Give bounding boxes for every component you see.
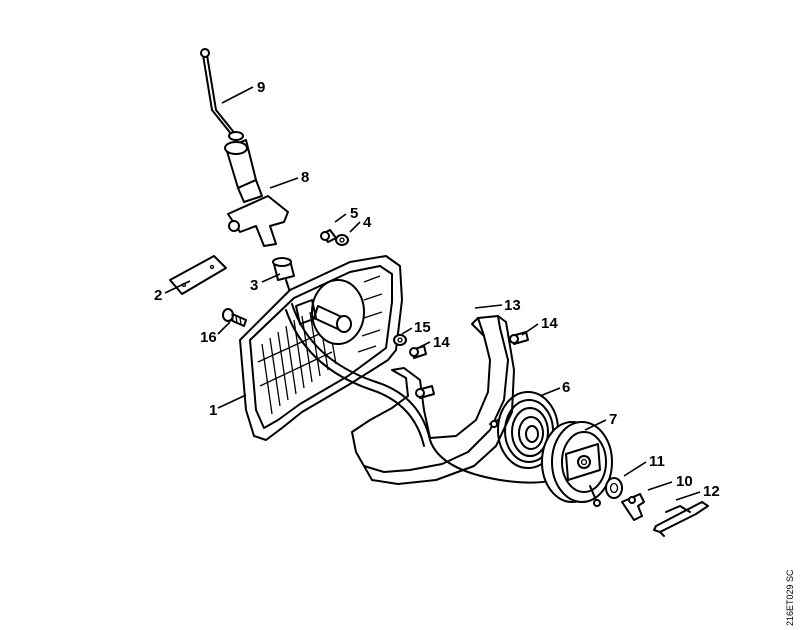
callout-7: 7 <box>609 411 617 428</box>
drawing-code: 216ET029 SC <box>785 569 795 626</box>
starter-rope <box>285 303 561 484</box>
part-10-pawl <box>621 493 645 521</box>
part-12-spring-clip <box>653 501 709 537</box>
part-4-washer <box>335 234 349 246</box>
callout-10: 10 <box>676 473 693 490</box>
callout-1: 1 <box>209 402 217 419</box>
part-13-rope-guard <box>351 315 515 485</box>
callout-11: 11 <box>649 453 665 470</box>
part-16-screw <box>222 308 247 327</box>
callout-6: 6 <box>562 379 570 396</box>
part-2-cover-plate <box>169 255 227 295</box>
callout-14-center: 14 <box>433 334 450 351</box>
part-14-screw-lower <box>415 385 435 399</box>
part-15-washer <box>393 334 407 346</box>
leader-lines <box>164 86 701 501</box>
part-7-rope-rotor <box>541 421 613 507</box>
callout-14-right: 14 <box>541 315 558 332</box>
part-5-screw <box>320 229 337 243</box>
part-8-starter-grip <box>224 139 289 247</box>
callout-15: 15 <box>414 319 431 336</box>
callout-8: 8 <box>301 169 309 186</box>
callout-4: 4 <box>363 214 372 231</box>
part-14-screw-right <box>509 331 529 345</box>
callout-5: 5 <box>350 205 358 222</box>
callout-3: 3 <box>250 277 258 294</box>
callout-13: 13 <box>504 297 521 314</box>
callout-16: 16 <box>200 329 217 346</box>
callout-9: 9 <box>257 79 265 96</box>
part-9-control-rod <box>200 48 244 141</box>
callout-2: 2 <box>154 287 162 304</box>
callout-12: 12 <box>703 483 720 500</box>
callout-labels: 9 8 5 4 2 3 16 1 13 15 14 14 6 7 11 10 1… <box>154 79 720 500</box>
part-11-washer <box>605 477 623 499</box>
part-1-fan-housing <box>239 255 403 441</box>
